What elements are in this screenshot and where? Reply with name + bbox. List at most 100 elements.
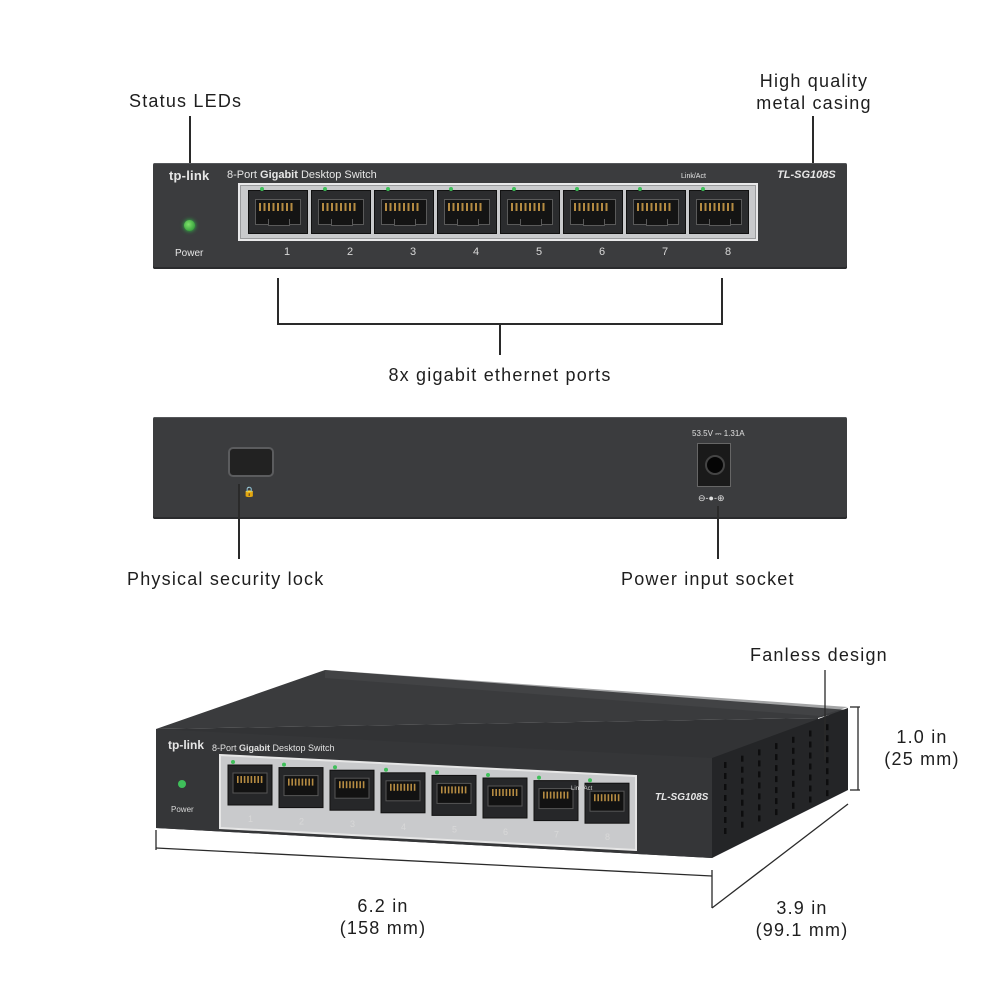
ports-bracket-right bbox=[721, 278, 723, 324]
perspective-port-pin bbox=[342, 781, 344, 789]
perspective-port-pin bbox=[393, 783, 395, 791]
security-lock-callout: Physical security lock bbox=[127, 569, 325, 589]
vent-slot bbox=[809, 741, 812, 748]
power-socket-hole bbox=[705, 455, 725, 475]
depth-dimension-line bbox=[711, 803, 849, 909]
perspective-port-pin bbox=[515, 789, 518, 796]
switch-top-sheen bbox=[325, 670, 848, 716]
perspective-port-pin bbox=[556, 791, 559, 799]
perspective-port-pin bbox=[298, 778, 300, 786]
port-pins bbox=[385, 203, 421, 211]
perspective-port-pin bbox=[461, 786, 463, 794]
perspective-port-2: 2 bbox=[278, 762, 324, 827]
back-panel: 🔒 53.5V ⎓ 1.31A ⊖-●-⊕ bbox=[153, 417, 847, 519]
port-pins bbox=[700, 203, 736, 211]
port-number-4: 4 bbox=[473, 246, 480, 258]
perspective-subtitle-prefix: 8-Port bbox=[212, 743, 239, 753]
perspective-port-pin bbox=[492, 789, 494, 796]
perspective-port-number-7: 7 bbox=[554, 830, 559, 840]
subtitle-prefix: 8-Port bbox=[227, 169, 261, 181]
perspective-port-pin bbox=[396, 783, 399, 791]
port-tab bbox=[457, 219, 479, 226]
perspective-port-1: 1 bbox=[227, 760, 273, 824]
vent-slot bbox=[809, 796, 812, 803]
port-tab bbox=[394, 219, 416, 226]
ethernet-port-7 bbox=[626, 190, 686, 234]
port-led-6 bbox=[575, 187, 579, 191]
vent-slot bbox=[724, 828, 727, 834]
port-led-5 bbox=[512, 187, 516, 191]
depth-line2: (99.1 mm) bbox=[755, 920, 849, 940]
perspective-port-pin bbox=[400, 783, 402, 791]
perspective-port-pin bbox=[594, 794, 596, 802]
port-number-5: 5 bbox=[536, 246, 543, 258]
perspective-port-pin bbox=[247, 776, 249, 783]
vent-slot bbox=[775, 809, 778, 816]
vent-slot bbox=[758, 815, 761, 822]
port-tab bbox=[709, 219, 731, 226]
port-tab bbox=[331, 219, 353, 226]
power-label: Power bbox=[175, 248, 204, 259]
vent-slot bbox=[758, 804, 761, 811]
vent-slot bbox=[775, 765, 778, 772]
perspective-port-7: 7 bbox=[533, 775, 579, 840]
port-led-7 bbox=[638, 187, 642, 191]
vent-slot bbox=[826, 724, 829, 731]
vent-slot bbox=[809, 730, 812, 737]
perspective-port-number-4: 4 bbox=[401, 822, 406, 832]
perspective-brand: tp-link bbox=[168, 738, 204, 752]
width-dimension-label: 6.2 in (158 mm) bbox=[323, 895, 443, 939]
perspective-port-number-3: 3 bbox=[350, 819, 355, 829]
perspective-port-pin bbox=[308, 778, 310, 786]
perspective-port-pin bbox=[597, 794, 599, 802]
perspective-port-pin bbox=[250, 776, 253, 783]
width-line1: 6.2 in bbox=[357, 896, 409, 916]
width-dimension-line bbox=[155, 847, 713, 877]
perspective-model: TL-SG108S bbox=[655, 792, 709, 803]
power-socket-pointer bbox=[717, 506, 719, 559]
vent-slot bbox=[809, 752, 812, 759]
port-pins bbox=[259, 203, 295, 211]
height-line2: (25 mm) bbox=[884, 749, 960, 769]
vent-slot bbox=[792, 769, 795, 776]
perspective-port-pin bbox=[454, 786, 457, 794]
port-tab bbox=[520, 219, 542, 226]
vent-slot bbox=[826, 746, 829, 753]
perspective-port-number-6: 6 bbox=[503, 827, 508, 837]
vent-slot bbox=[741, 755, 744, 762]
perspective-port-number-1: 1 bbox=[248, 814, 253, 824]
port-number-1: 1 bbox=[284, 246, 291, 258]
vent-slot bbox=[792, 747, 795, 754]
brand-logo: tp-link bbox=[169, 168, 210, 183]
perspective-port-pin bbox=[301, 778, 304, 786]
perspective-port-pin bbox=[458, 786, 460, 794]
perspective-port-pin bbox=[560, 791, 562, 799]
perspective-port-pin bbox=[356, 781, 358, 789]
perspective-port-pin bbox=[447, 786, 450, 794]
perspective-port-pin bbox=[549, 791, 552, 799]
perspective-port-led bbox=[231, 760, 235, 764]
perspective-port-pin bbox=[566, 791, 569, 799]
perspective-port-3: 3 bbox=[329, 765, 375, 829]
vent-slot bbox=[809, 763, 812, 770]
vent-slot bbox=[724, 806, 727, 812]
perspective-port-8: 8 bbox=[584, 778, 630, 842]
panel-subtitle: 8-Port Gigabit Desktop Switch bbox=[227, 169, 377, 181]
vent-slot bbox=[826, 768, 829, 775]
polarity-symbol: ⊖-●-⊕ bbox=[698, 493, 725, 503]
perspective-port-pin bbox=[451, 786, 453, 794]
metal-casing-line2: metal casing bbox=[756, 93, 872, 113]
front-panel: tp-link 8-Port Gigabit Desktop Switch TL… bbox=[153, 163, 847, 269]
perspective-port-led bbox=[486, 773, 490, 777]
metal-casing-pointer bbox=[812, 116, 814, 164]
perspective-port-pin bbox=[543, 791, 545, 799]
vent-slot bbox=[724, 773, 727, 779]
port-number-3: 3 bbox=[410, 246, 417, 258]
vent-slot bbox=[724, 817, 727, 823]
vent-slot bbox=[724, 784, 727, 790]
perspective-port-bay bbox=[219, 753, 637, 852]
perspective-port-led bbox=[537, 775, 541, 780]
vent-slot bbox=[809, 785, 812, 792]
perspective-port-pin bbox=[611, 794, 613, 802]
